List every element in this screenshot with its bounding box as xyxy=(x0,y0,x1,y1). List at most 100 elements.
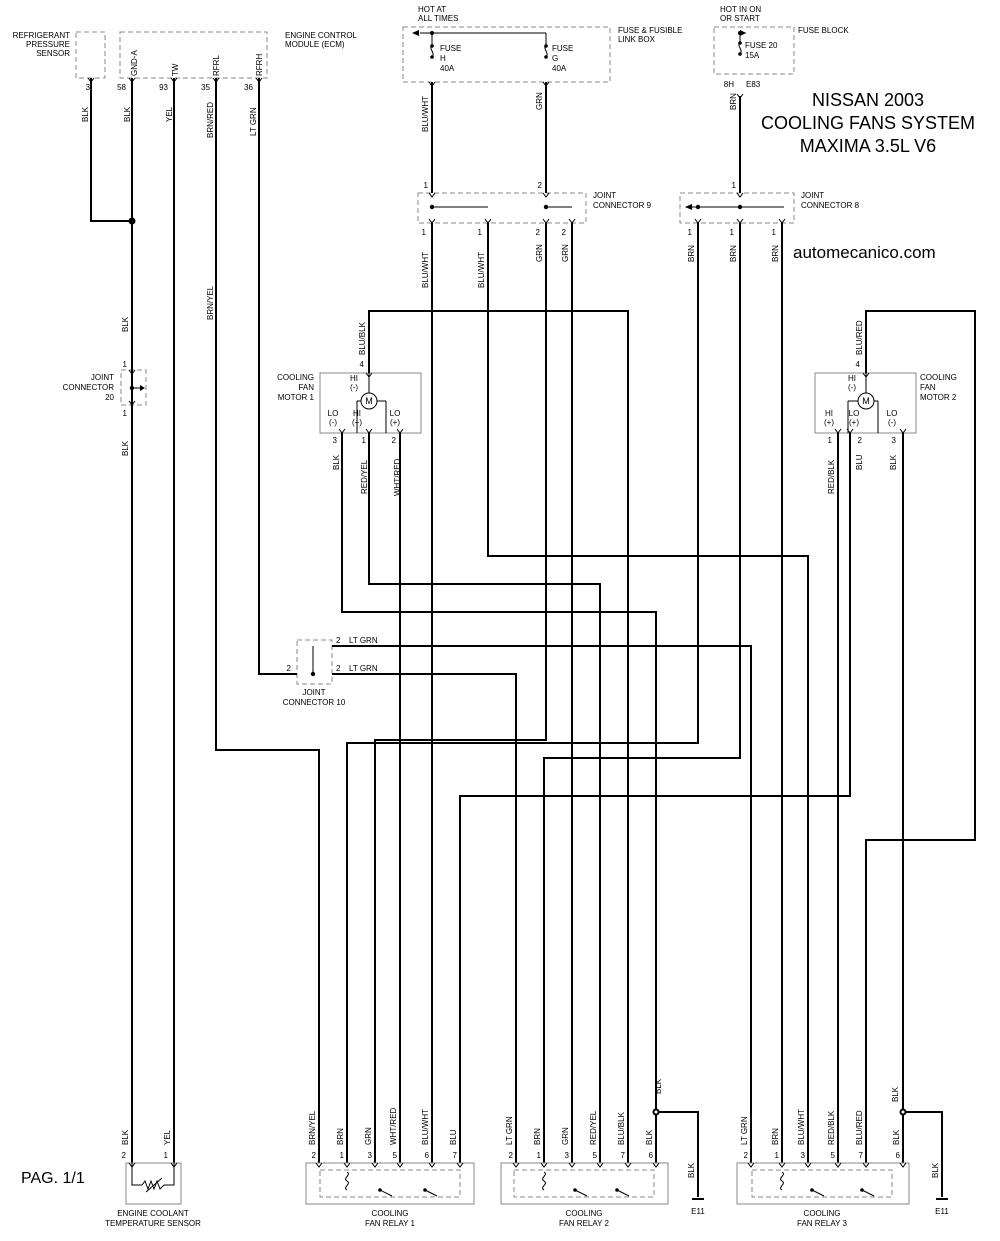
ecm-title-2: MODULE (ECM) xyxy=(285,40,345,49)
terminal-mark xyxy=(862,372,870,378)
jc20-box xyxy=(120,369,147,406)
fuse-h-label-2: H xyxy=(440,54,446,63)
terminal-mark xyxy=(542,218,550,224)
terminal-mark xyxy=(128,1162,136,1168)
relay-2-coil-icon xyxy=(542,1171,546,1191)
terminal-mark xyxy=(396,1162,404,1168)
motor-2-pin3-label-1: LO xyxy=(887,409,898,418)
motor-1-pin3-label-1: LO xyxy=(390,409,401,418)
motor-1-pin1-label-1: LO xyxy=(328,409,339,418)
motor-1-top-label-2: (-) xyxy=(350,383,358,392)
relay-3-pin-2: 2 xyxy=(744,1151,749,1160)
motor-2-pin-1: 1 xyxy=(828,436,833,445)
jc20-arrow-icon xyxy=(140,385,145,391)
motor-2-top-label-1: HI xyxy=(848,374,856,383)
relay-3-pin-3: 3 xyxy=(801,1151,806,1160)
relay-3-box xyxy=(736,1162,910,1205)
hot-in-on-2: OR START xyxy=(720,14,760,23)
motor-1-top-pin: 4 xyxy=(360,360,365,369)
relay-2-wire-blu-blk: BLU/BLK xyxy=(617,1111,626,1145)
ground-2-wire-below: BLK xyxy=(931,1162,940,1178)
ground-e11-2: E11 BLK BLK xyxy=(891,1086,949,1216)
website-label: automecanico.com xyxy=(793,243,936,262)
wire-refrig-blk xyxy=(90,78,132,222)
terminal-mark xyxy=(862,1162,870,1168)
relay-3-wire-blk: BLK xyxy=(892,1129,901,1145)
wire-jc8-brn-2 xyxy=(543,223,741,1163)
jc20-title-1: JOINT xyxy=(91,373,114,382)
jc10-out-pin-1: 2 xyxy=(336,636,341,645)
fuse-link-box-outline xyxy=(402,26,611,83)
jc8-title-1: JOINT xyxy=(801,191,824,200)
title-line-3: MAXIMA 3.5L V6 xyxy=(800,136,936,156)
relay-1-box xyxy=(305,1162,475,1205)
relay-2-title-2: FAN RELAY 2 xyxy=(559,1219,610,1228)
relay-1-pin-1: 1 xyxy=(340,1151,345,1160)
fuse-h-wire: BLU/WHT xyxy=(421,96,430,132)
relay-2-pin-5: 5 xyxy=(593,1151,598,1160)
jc10-out-wire-2: LT GRN xyxy=(349,664,378,673)
motor-2-pin-3: 3 xyxy=(892,436,897,445)
relay-1-switch-b-icon xyxy=(424,1189,438,1197)
wire-motor1-blu-blk xyxy=(368,310,629,1163)
coolant-sensor-wire-blk: BLK xyxy=(121,1129,130,1145)
relay-2-pin-2: 2 xyxy=(509,1151,514,1160)
relay-1-pin-6: 6 xyxy=(425,1151,430,1160)
jc8-wire-1: BRN xyxy=(687,245,696,262)
relay-3-switch-b-icon xyxy=(861,1189,875,1197)
terminal-mark xyxy=(736,192,744,198)
terminal-mark xyxy=(778,218,786,224)
terminal-mark xyxy=(624,1162,632,1168)
terminal-mark xyxy=(255,77,263,83)
terminal-mark xyxy=(747,1162,755,1168)
motor-2-title-2: FAN xyxy=(920,383,936,392)
engine-coolant-temperature-sensor: ENGINE COOLANT TEMPERATURE SENSOR 2 1 BL… xyxy=(105,1129,201,1228)
ecm-pin-36: 36 xyxy=(244,83,253,92)
ground-1-wire-below: BLK xyxy=(687,1162,696,1178)
jc10-title-1: JOINT xyxy=(302,688,325,697)
terminal-mark xyxy=(456,1162,464,1168)
relay-3-wire-blu-red: BLU/RED xyxy=(855,1110,864,1145)
page-label: PAG. 1/1 xyxy=(21,1170,85,1187)
hot-at-all-times-2: ALL TIMES xyxy=(418,14,458,23)
motor-1-wire-red-yel: RED/YEL xyxy=(360,459,369,494)
title-line-1: NISSAN 2003 xyxy=(812,90,924,110)
jc8-wire-2: BRN xyxy=(729,245,738,262)
relay-1-coil-icon xyxy=(345,1171,349,1191)
motor-1-title-1: COOLING xyxy=(277,373,314,382)
motor-1-box xyxy=(319,372,422,434)
fuse-link-box-title-2: LINK BOX xyxy=(618,35,656,44)
jc20-pin-bottom: 1 xyxy=(123,409,128,418)
relay-1-wire-grn: GRN xyxy=(364,1127,373,1145)
refrigerant-sensor-box xyxy=(75,31,106,79)
terminal-mark xyxy=(371,1162,379,1168)
ecm-pin-58: 58 xyxy=(117,83,126,92)
fuse-block-outline xyxy=(713,26,795,75)
joint-connector-9: JOINT CONNECTOR 9 1 2 1 1 2 2 BLU/WHT BL… xyxy=(417,181,652,288)
relay-1-wire-brn: BRN xyxy=(336,1128,345,1145)
relay-3-wire-brn: BRN xyxy=(771,1128,780,1145)
fuse-block: HOT IN ON OR START FUSE BLOCK FUSE 20 15… xyxy=(713,5,849,110)
terminal-mark xyxy=(846,428,854,434)
terminal-mark xyxy=(778,1162,786,1168)
jc10-title-2: CONNECTOR 10 xyxy=(283,698,346,707)
fuse-h-label-3: 40A xyxy=(440,64,455,73)
ecm-title-1: ENGINE CONTROL xyxy=(285,31,358,40)
wire-motor2-blu-red xyxy=(865,310,976,1163)
ground-2-label: E11 xyxy=(935,1207,949,1216)
motor-2-wire-blu: BLU xyxy=(855,454,864,470)
relay-3-title-1: COOLING xyxy=(804,1209,841,1218)
motor-2-top-label-2: (-) xyxy=(848,383,856,392)
jc8-arrow-icon xyxy=(685,204,692,210)
relay-3-wire-lt-grn: LT GRN xyxy=(740,1116,749,1145)
relay-2-wire-lt-grn: LT GRN xyxy=(505,1116,514,1145)
brn-yel-wire-label: BRN/YEL xyxy=(206,285,215,320)
ground-1-label: E11 xyxy=(691,1207,705,1216)
motor-1-title-2: FAN xyxy=(298,383,314,392)
motor-1-wire-blk: BLK xyxy=(332,454,341,470)
jc9-wire-1b: BLU/WHT xyxy=(477,252,486,288)
coolant-sensor-wire-yel: YEL xyxy=(163,1129,172,1145)
terminal-mark xyxy=(736,93,744,99)
relay-1-wire-wht-red: WHT/RED xyxy=(389,1107,398,1145)
